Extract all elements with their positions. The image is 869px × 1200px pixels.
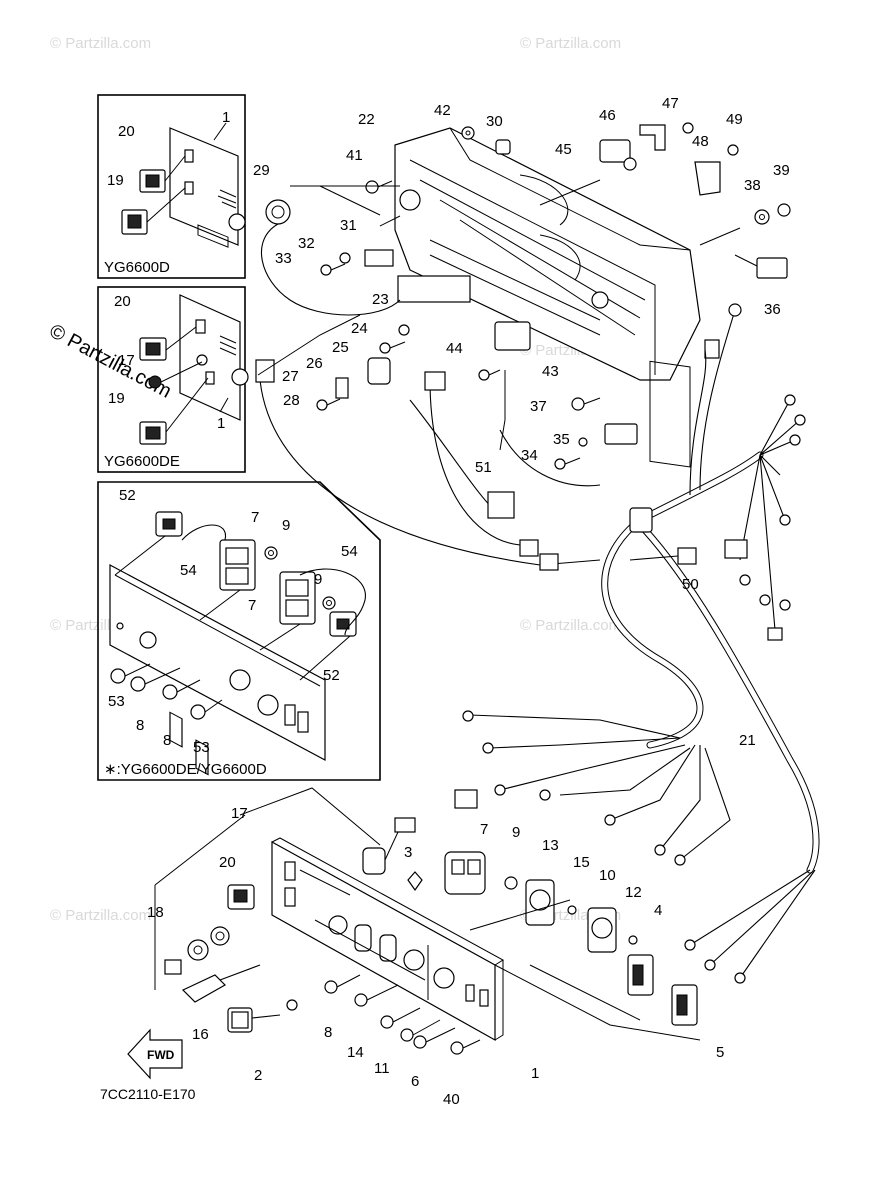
callout-label: 41 xyxy=(346,147,363,164)
callout-label: 1 xyxy=(222,109,230,126)
callout-label: 35 xyxy=(553,431,570,448)
callout-label: 18 xyxy=(147,904,164,921)
callout-label: 42 xyxy=(434,102,451,119)
callout-label: 44 xyxy=(446,340,463,357)
control-box-frame xyxy=(394,127,701,468)
callout-label: 48 xyxy=(692,133,709,150)
callout-label: 16 xyxy=(192,1026,209,1043)
callout-label: 17 xyxy=(231,805,248,822)
front-panel xyxy=(271,837,504,1042)
callout-label: 37 xyxy=(530,398,547,415)
callout-label: 32 xyxy=(298,235,315,252)
callout-label: 46 xyxy=(599,107,616,124)
callout-label: 34 xyxy=(521,447,538,464)
callout-label: 51 xyxy=(475,459,492,476)
inset-model-label: YG6600D xyxy=(104,259,170,276)
callout-label: 28 xyxy=(283,392,300,409)
callout-label: 52 xyxy=(119,487,136,504)
callout-label: 7 xyxy=(480,821,488,838)
diagram-code: 7CC2110-E170 xyxy=(100,1086,196,1102)
callout-label: 5 xyxy=(716,1044,724,1061)
callouts: 1 1 1 20 19 20 17 19 52 7 9 54 54 9 7 52… xyxy=(107,95,790,1108)
callout-label: 20 xyxy=(114,293,131,310)
callout-label: 19 xyxy=(107,172,124,189)
callout-label: 20 xyxy=(118,123,135,140)
callout-label: 50 xyxy=(682,576,699,593)
callout-label: 8 xyxy=(163,732,171,749)
callout-label: 20 xyxy=(219,854,236,871)
callout-label: 23 xyxy=(372,291,389,308)
callout-label: 40 xyxy=(443,1091,460,1108)
callout-label: 1 xyxy=(217,415,225,432)
callout-label: 4 xyxy=(654,902,662,919)
callout-label: 6 xyxy=(411,1073,419,1090)
callout-label: 9 xyxy=(282,517,290,534)
callout-label: 21 xyxy=(739,732,756,749)
callout-label: 38 xyxy=(744,177,761,194)
callout-label: 3 xyxy=(404,844,412,861)
fwd-label: FWD xyxy=(147,1048,175,1062)
callout-label: 54 xyxy=(180,562,197,579)
callout-label: 31 xyxy=(340,217,357,234)
callout-label: 19 xyxy=(108,390,125,407)
callout-label: 43 xyxy=(542,363,559,380)
callout-label: 53 xyxy=(108,693,125,710)
callout-label: 14 xyxy=(347,1044,364,1061)
callout-label: 8 xyxy=(324,1024,332,1041)
callout-label: 15 xyxy=(573,854,590,871)
wire-harness xyxy=(255,223,820,984)
callout-label: 24 xyxy=(351,320,368,337)
callout-label: 27 xyxy=(282,368,299,385)
callout-label: 22 xyxy=(358,111,375,128)
callout-label: 47 xyxy=(662,95,679,112)
callout-label: 52 xyxy=(323,667,340,684)
callout-label: 36 xyxy=(764,301,781,318)
callout-label: 26 xyxy=(306,355,323,372)
callout-label: 39 xyxy=(773,162,790,179)
watermark-text: © Partzilla.com xyxy=(520,617,621,634)
watermark-text: © Partzilla.com xyxy=(50,35,151,52)
watermark-text: © Partzilla.com xyxy=(50,907,151,924)
watermark-text: © Partzilla.com xyxy=(520,35,621,52)
callout-label: 11 xyxy=(374,1060,390,1077)
callout-label: 9 xyxy=(512,824,520,841)
callout-label: 10 xyxy=(599,867,616,884)
callout-label: 7 xyxy=(248,597,256,614)
inset-model-label: YG6600DE xyxy=(104,453,180,470)
leader-lines xyxy=(154,179,701,1041)
callout-label: 49 xyxy=(726,111,743,128)
callout-label: 53 xyxy=(193,739,210,756)
callout-label: 30 xyxy=(486,113,503,130)
inset-note-label: ∗:YG6600DE/YG6600D xyxy=(104,761,267,778)
callout-label: 13 xyxy=(542,837,559,854)
callout-label: 1 xyxy=(531,1065,539,1082)
callout-label: 2 xyxy=(254,1067,262,1084)
top-hardware xyxy=(265,122,791,470)
callout-label: 12 xyxy=(625,884,642,901)
callout-label: 17 xyxy=(118,352,135,369)
inset-yg6600d: YG6600D xyxy=(97,94,246,279)
callout-label: 7 xyxy=(251,509,259,526)
watermarks: © Partzilla.com © Partzilla.com © Partzi… xyxy=(46,35,621,924)
callout-label: 45 xyxy=(555,141,572,158)
inset-yg6600de: YG6600DE xyxy=(97,286,249,473)
callout-label: 8 xyxy=(136,717,144,734)
callout-label: 25 xyxy=(332,339,349,356)
callout-label: 33 xyxy=(275,250,292,267)
callout-label: 54 xyxy=(341,543,358,560)
callout-label: 9 xyxy=(314,571,322,588)
callout-label: 29 xyxy=(253,162,270,179)
panel-components: FWD xyxy=(127,817,698,1080)
inset-receptacles: ∗:YG6600DE/YG6600D xyxy=(97,481,381,781)
